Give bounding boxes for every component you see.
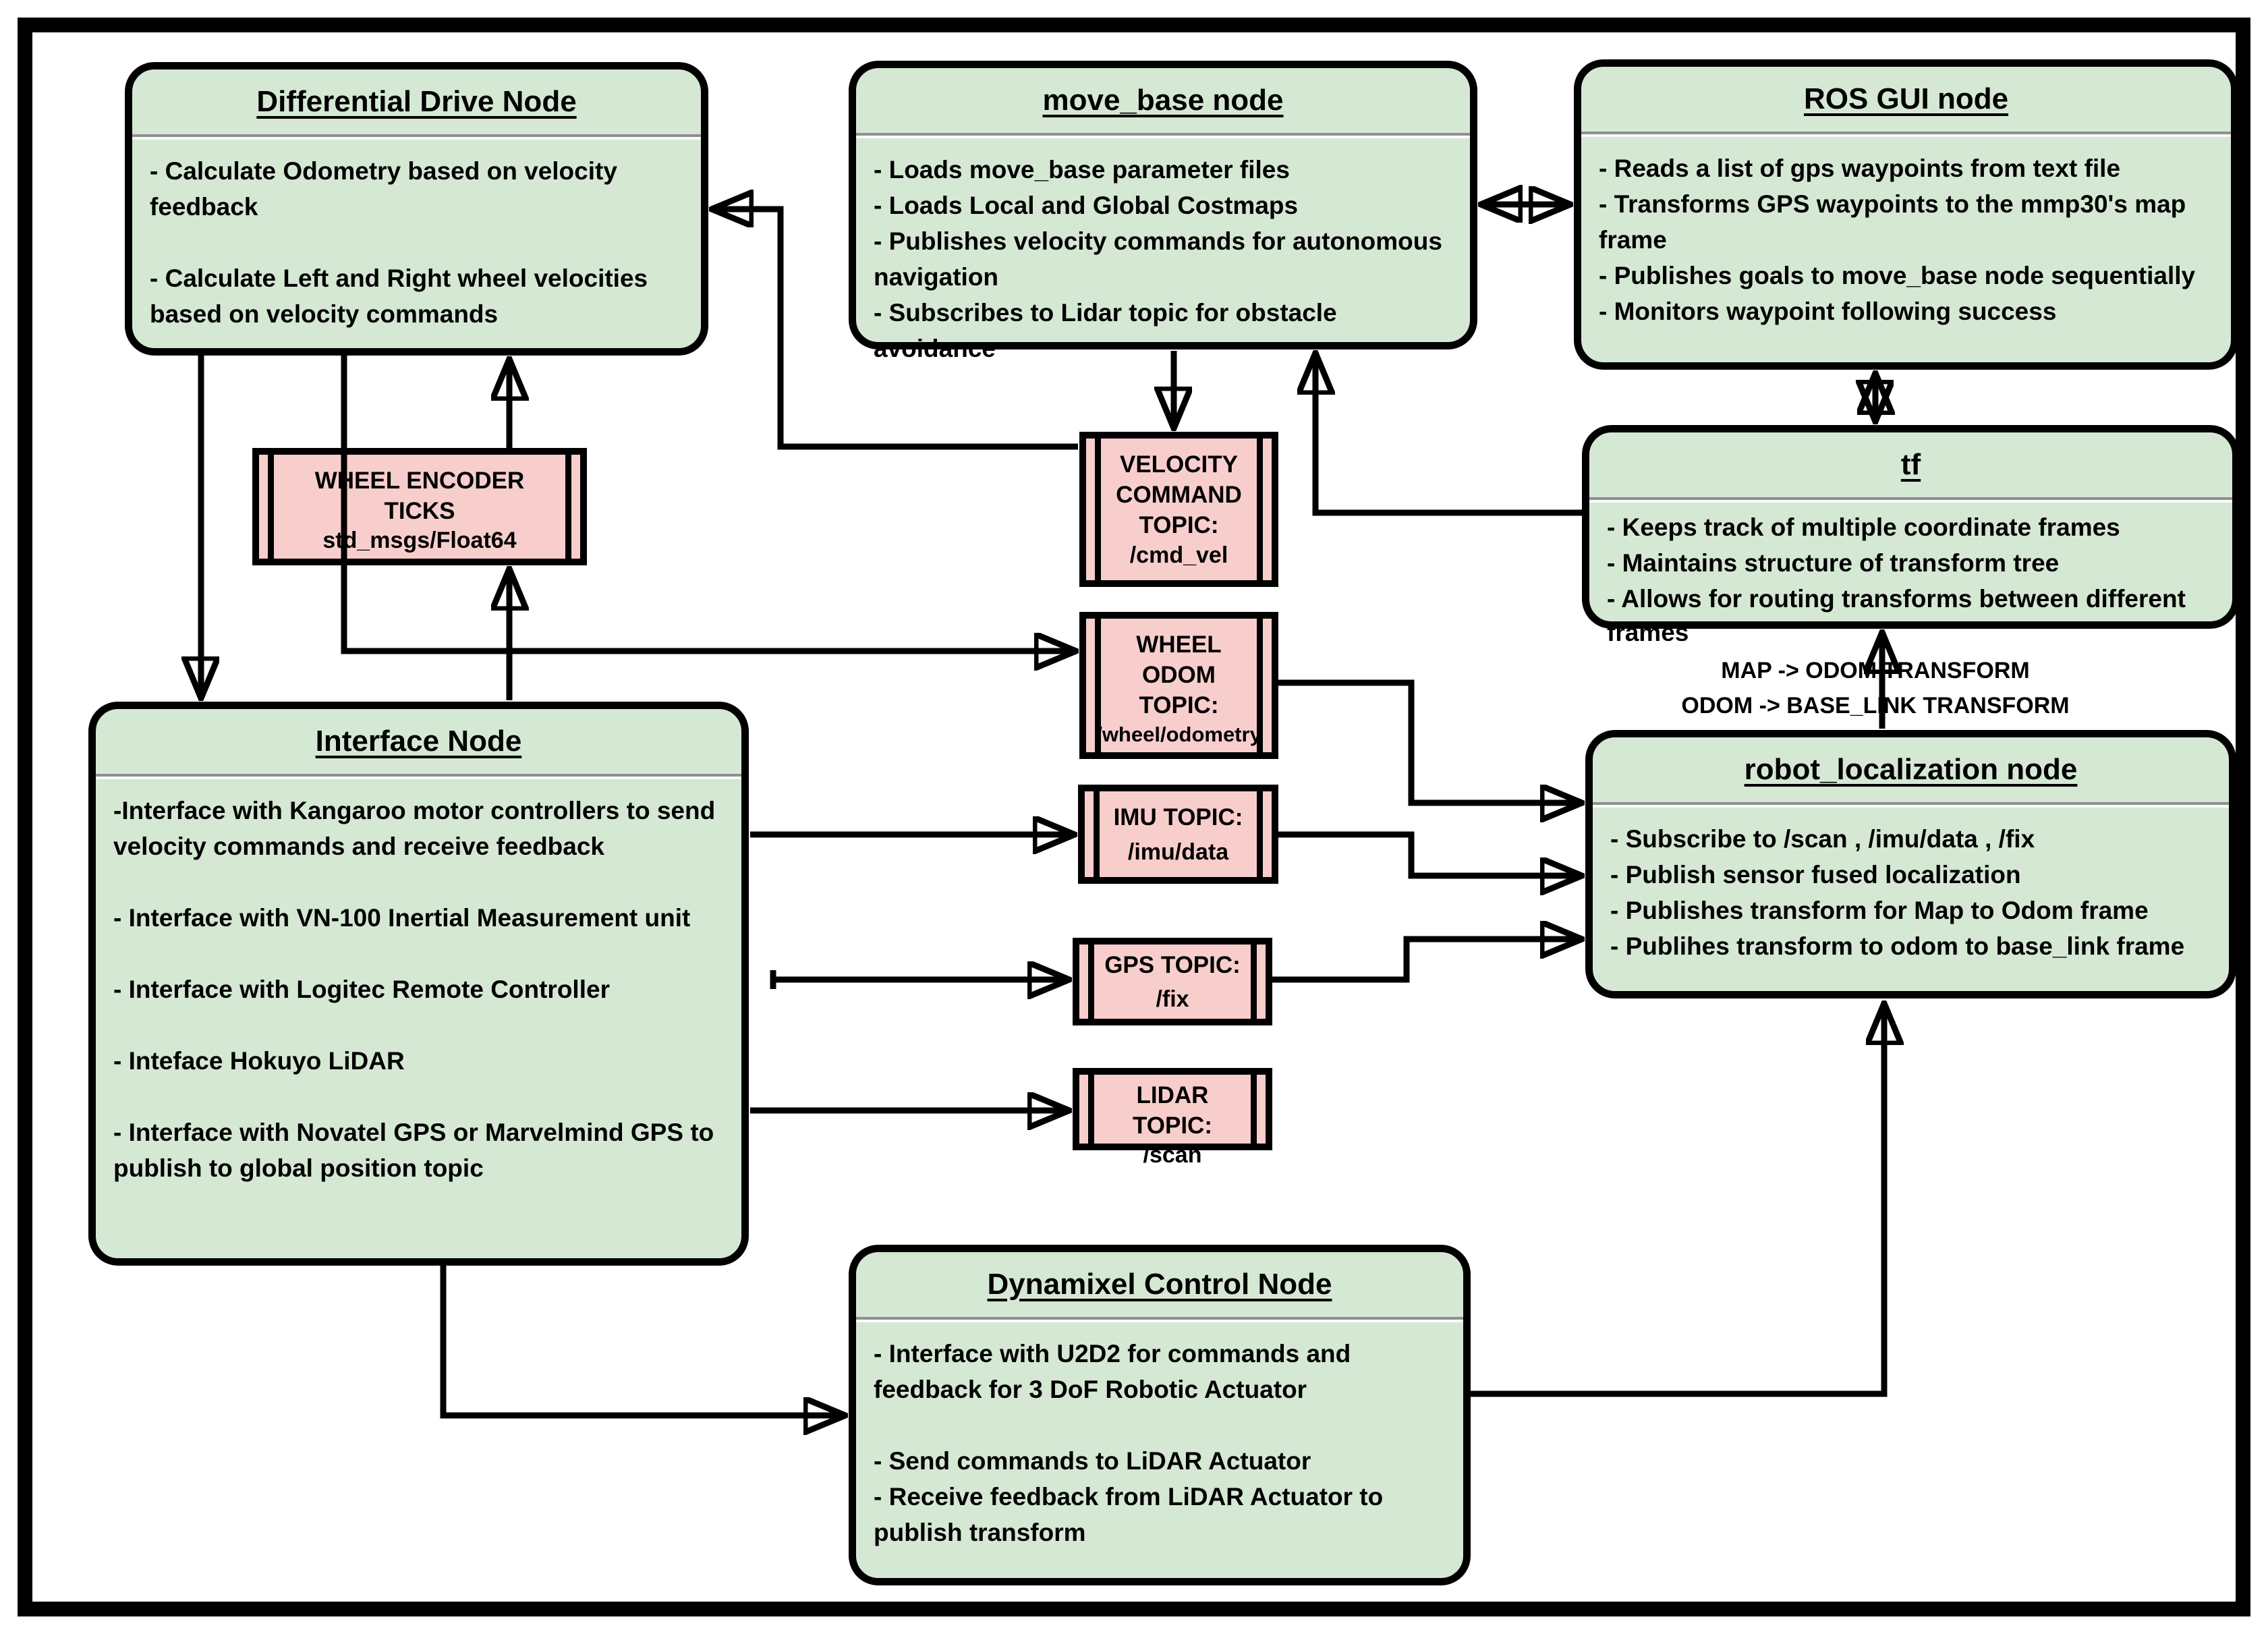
- topic-title: WHEEL ODOM TOPIC:: [1136, 631, 1222, 719]
- body-line: [113, 864, 724, 900]
- topic-name: /imu/data: [1127, 839, 1229, 865]
- body-line: - Calculate Odometry based on velocity f…: [150, 157, 617, 221]
- body-line: - Publihes transform to odom to base_lin…: [1610, 932, 2185, 960]
- topic-name: std_msgs/Float64: [322, 528, 517, 553]
- transform-label-line2: ODOM -> BASE_LINK TRANSFORM: [1681, 693, 2070, 719]
- body-line: -Interface with Kangaroo motor controlle…: [113, 797, 716, 860]
- body-line: - Publish sensor fused localization: [1610, 861, 2021, 889]
- body-line: - Subscribes to Lidar topic for obstacle…: [874, 299, 1337, 362]
- body-line: - Keeps track of multiple coordinate fra…: [1607, 513, 2120, 541]
- topic-title: IMU TOPIC:: [1113, 804, 1243, 830]
- body-line: - Publishes goals to move_base node sequ…: [1599, 262, 2196, 289]
- node-body: - Reads a list of gps waypoints from tex…: [1581, 137, 2231, 336]
- node-body: - Loads move_base parameter files - Load…: [856, 138, 1470, 373]
- node-title: ROS GUI node: [1803, 82, 2009, 115]
- gps-topic: GPS TOPIC: /fix: [1073, 938, 1272, 1025]
- body-line: - Transforms GPS waypoints to the mmp30'…: [1599, 190, 2186, 254]
- velocity-command-topic: VELOCITY COMMAND TOPIC: /cmd_vel: [1079, 432, 1278, 587]
- move-base-node: move_base node - Loads move_base paramet…: [849, 61, 1477, 362]
- transform-label-line1: MAP -> ODOM TRANSFORM: [1721, 658, 2030, 683]
- node-body: - Subscribe to /scan , /imu/data , /fix …: [1593, 808, 2229, 971]
- title-separator: [1581, 132, 2231, 137]
- body-line: - Calculate Left and Right wheel velocit…: [150, 264, 648, 328]
- body-line: [113, 936, 724, 971]
- node-body: - Interface with U2D2 for commands and f…: [856, 1322, 1463, 1557]
- title-separator: [856, 1317, 1463, 1322]
- title-separator: [1589, 497, 2232, 503]
- body-line: [113, 1007, 724, 1043]
- topic-title: VELOCITY COMMAND TOPIC:: [1116, 451, 1242, 538]
- body-line: - Maintains structure of transform tree: [1607, 549, 2060, 577]
- body-line: - Inteface Hokuyo LiDAR: [113, 1047, 405, 1075]
- body-line: [874, 1407, 1446, 1443]
- body-line: - Interface with U2D2 for commands and f…: [874, 1340, 1351, 1403]
- body-line: - Allows for routing transforms between …: [1607, 585, 2186, 646]
- body-line: [113, 1079, 724, 1115]
- title-separator: [856, 133, 1470, 138]
- body-line: - Interface with Novatel GPS or Marvelmi…: [113, 1119, 714, 1182]
- title-separator: [132, 134, 701, 140]
- robot-localization-node: robot_localization node - Subscribe to /…: [1585, 730, 2236, 998]
- lidar-topic: LIDAR TOPIC: /scan: [1073, 1068, 1272, 1168]
- topic-title: LIDAR TOPIC:: [1133, 1082, 1212, 1139]
- body-line: [150, 225, 683, 260]
- body-line: - Subscribe to /scan , /imu/data , /fix: [1610, 825, 2035, 853]
- wheel-encoder-ticks-topic: WHEEL ENCODER TICKS std_msgs/Float64: [252, 448, 587, 565]
- node-title: move_base node: [1042, 84, 1284, 117]
- body-line: - Publishes velocity commands for autono…: [874, 227, 1442, 291]
- body-line: - Interface with Logitec Remote Controll…: [113, 976, 610, 1003]
- node-title: robot_localization node: [1744, 753, 2078, 786]
- transform-label: MAP -> ODOM TRANSFORM ODOM -> BASE_LINK …: [1606, 653, 2145, 723]
- interface-node: Interface Node -Interface with Kangaroo …: [88, 702, 749, 1266]
- node-body: - Calculate Odometry based on velocity f…: [132, 140, 701, 339]
- node-body: - Keeps track of multiple coordinate fra…: [1589, 503, 2232, 656]
- body-line: - Receive feedback from LiDAR Actuator t…: [874, 1483, 1384, 1546]
- imu-topic: IMU TOPIC: /imu/data: [1078, 785, 1278, 884]
- ros-gui-node: ROS GUI node - Reads a list of gps waypo…: [1574, 59, 2238, 370]
- topic-name: /fix: [1156, 986, 1189, 1012]
- topic-name: /cmd_vel: [1129, 542, 1228, 568]
- topic-title: WHEEL ENCODER TICKS: [314, 468, 525, 524]
- wheel-odom-topic: WHEEL ODOM TOPIC: /wheel/odometry: [1079, 612, 1278, 759]
- node-title: tf: [1900, 448, 1921, 481]
- outer-frame: [18, 18, 2250, 1616]
- body-line: - Monitors waypoint following success: [1599, 298, 2057, 325]
- body-line: - Publishes transform for Map to Odom fr…: [1610, 897, 2149, 924]
- node-title: Interface Node: [315, 725, 522, 758]
- body-line: - Send commands to LiDAR Actuator: [874, 1447, 1311, 1475]
- differential-drive-node: Differential Drive Node - Calculate Odom…: [125, 62, 708, 356]
- topic-name: /scan: [1143, 1142, 1202, 1168]
- body-line: - Loads move_base parameter files: [874, 156, 1290, 184]
- topic-name: /wheel/odometry: [1096, 723, 1261, 746]
- node-title: Differential Drive Node: [256, 85, 577, 118]
- body-line: - Interface with VN-100 Inertial Measure…: [113, 904, 691, 932]
- title-separator: [96, 774, 741, 779]
- body-line: - Reads a list of gps waypoints from tex…: [1599, 154, 2121, 182]
- topic-title: GPS TOPIC:: [1104, 952, 1241, 978]
- node-title: Dynamixel Control Node: [987, 1268, 1332, 1301]
- body-line: - Loads Local and Global Costmaps: [874, 192, 1299, 219]
- dynamixel-control-node: Dynamixel Control Node - Interface with …: [849, 1245, 1471, 1585]
- tf-node: tf - Keeps track of multiple coordinate …: [1582, 425, 2240, 646]
- title-separator: [1593, 802, 2229, 808]
- node-body: -Interface with Kangaroo motor controlle…: [96, 779, 741, 1193]
